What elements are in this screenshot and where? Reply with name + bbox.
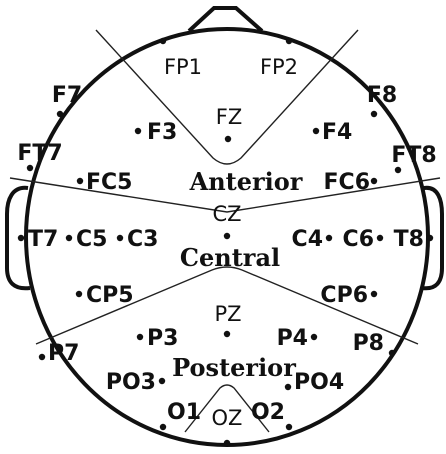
- electrode-p8-dot: [389, 350, 395, 356]
- electrode-p7-label: P7: [48, 341, 79, 366]
- electrode-fz-label: FZ: [216, 105, 242, 129]
- electrode-f8-label: F8: [367, 83, 397, 108]
- electrode-pz-label: PZ: [214, 302, 241, 326]
- electrode-ft7-label: FT7: [17, 141, 62, 166]
- electrode-c6-label: C6: [343, 227, 374, 252]
- electrode-o1-label: O1: [167, 400, 201, 425]
- electrode-f4-label: F4: [322, 120, 352, 145]
- electrode-f7-label: F7: [52, 83, 82, 108]
- electrode-cp6-label: CP6: [320, 283, 368, 308]
- electrode-cp5-label: CP5: [86, 283, 134, 308]
- electrode-pz-dot: [224, 331, 230, 337]
- electrode-c4-dot: [326, 235, 332, 241]
- electrode-f3-label: F3: [147, 120, 177, 145]
- region-central-label: Central: [180, 243, 280, 272]
- electrode-c3-label: C3: [127, 227, 158, 252]
- electrode-c5-dot: [66, 235, 72, 241]
- electrode-f3-dot: [135, 128, 141, 134]
- electrode-oz-dot: [224, 440, 230, 446]
- electrode-fz-dot: [225, 136, 231, 142]
- electrode-o2-dot: [286, 424, 292, 430]
- electrode-o1-dot: [160, 424, 166, 430]
- electrode-fc5-label: FC5: [86, 170, 132, 195]
- electrode-oz-label: OZ: [212, 406, 243, 430]
- electrode-po3-dot: [159, 378, 165, 384]
- electrode-p4-label: P4: [277, 326, 308, 351]
- electrode-p4-dot: [311, 334, 317, 340]
- electrode-cz-label: CZ: [212, 202, 241, 226]
- electrode-cp5-dot: [76, 291, 82, 297]
- region-posterior-label: Posterior: [172, 353, 296, 382]
- electrode-p3-label: P3: [147, 326, 178, 351]
- region-anterior-label: Anterior: [189, 167, 303, 196]
- electrode-fc5-dot: [77, 178, 83, 184]
- electrode-ft8-label: FT8: [391, 143, 436, 168]
- electrode-p8-label: P8: [353, 331, 384, 356]
- electrode-c5-label: C5: [76, 227, 107, 252]
- electrode-c6-dot: [377, 235, 383, 241]
- electrode-po4-dot: [285, 384, 291, 390]
- electrode-fc6-label: FC6: [324, 170, 370, 195]
- electrode-o2-label: O2: [251, 400, 285, 425]
- electrode-f7-dot: [57, 111, 63, 117]
- electrode-f4-dot: [313, 128, 319, 134]
- electrode-f8-dot: [371, 111, 377, 117]
- electrode-cp6-dot: [371, 291, 377, 297]
- electrode-t8-dot: [427, 235, 433, 241]
- electrode-t7-label: T7: [28, 227, 58, 252]
- electrode-fp2-label: FP2: [260, 55, 298, 79]
- electrode-fc6-dot: [371, 178, 377, 184]
- electrode-po4-label: PO4: [294, 370, 344, 395]
- electrode-p3-dot: [137, 334, 143, 340]
- electrode-p7-dot: [39, 354, 45, 360]
- electrode-c3-dot: [117, 235, 123, 241]
- electrode-po3-label: PO3: [106, 370, 156, 395]
- electrode-c4-label: C4: [292, 227, 323, 252]
- electrode-fp2-dot: [286, 38, 292, 44]
- electrode-t8-label: T8: [394, 227, 424, 252]
- electrode-fp1-label: FP1: [164, 55, 202, 79]
- electrode-fp1-dot: [160, 38, 166, 44]
- electrode-t7-dot: [18, 235, 24, 241]
- electrode-cz-dot: [224, 233, 230, 239]
